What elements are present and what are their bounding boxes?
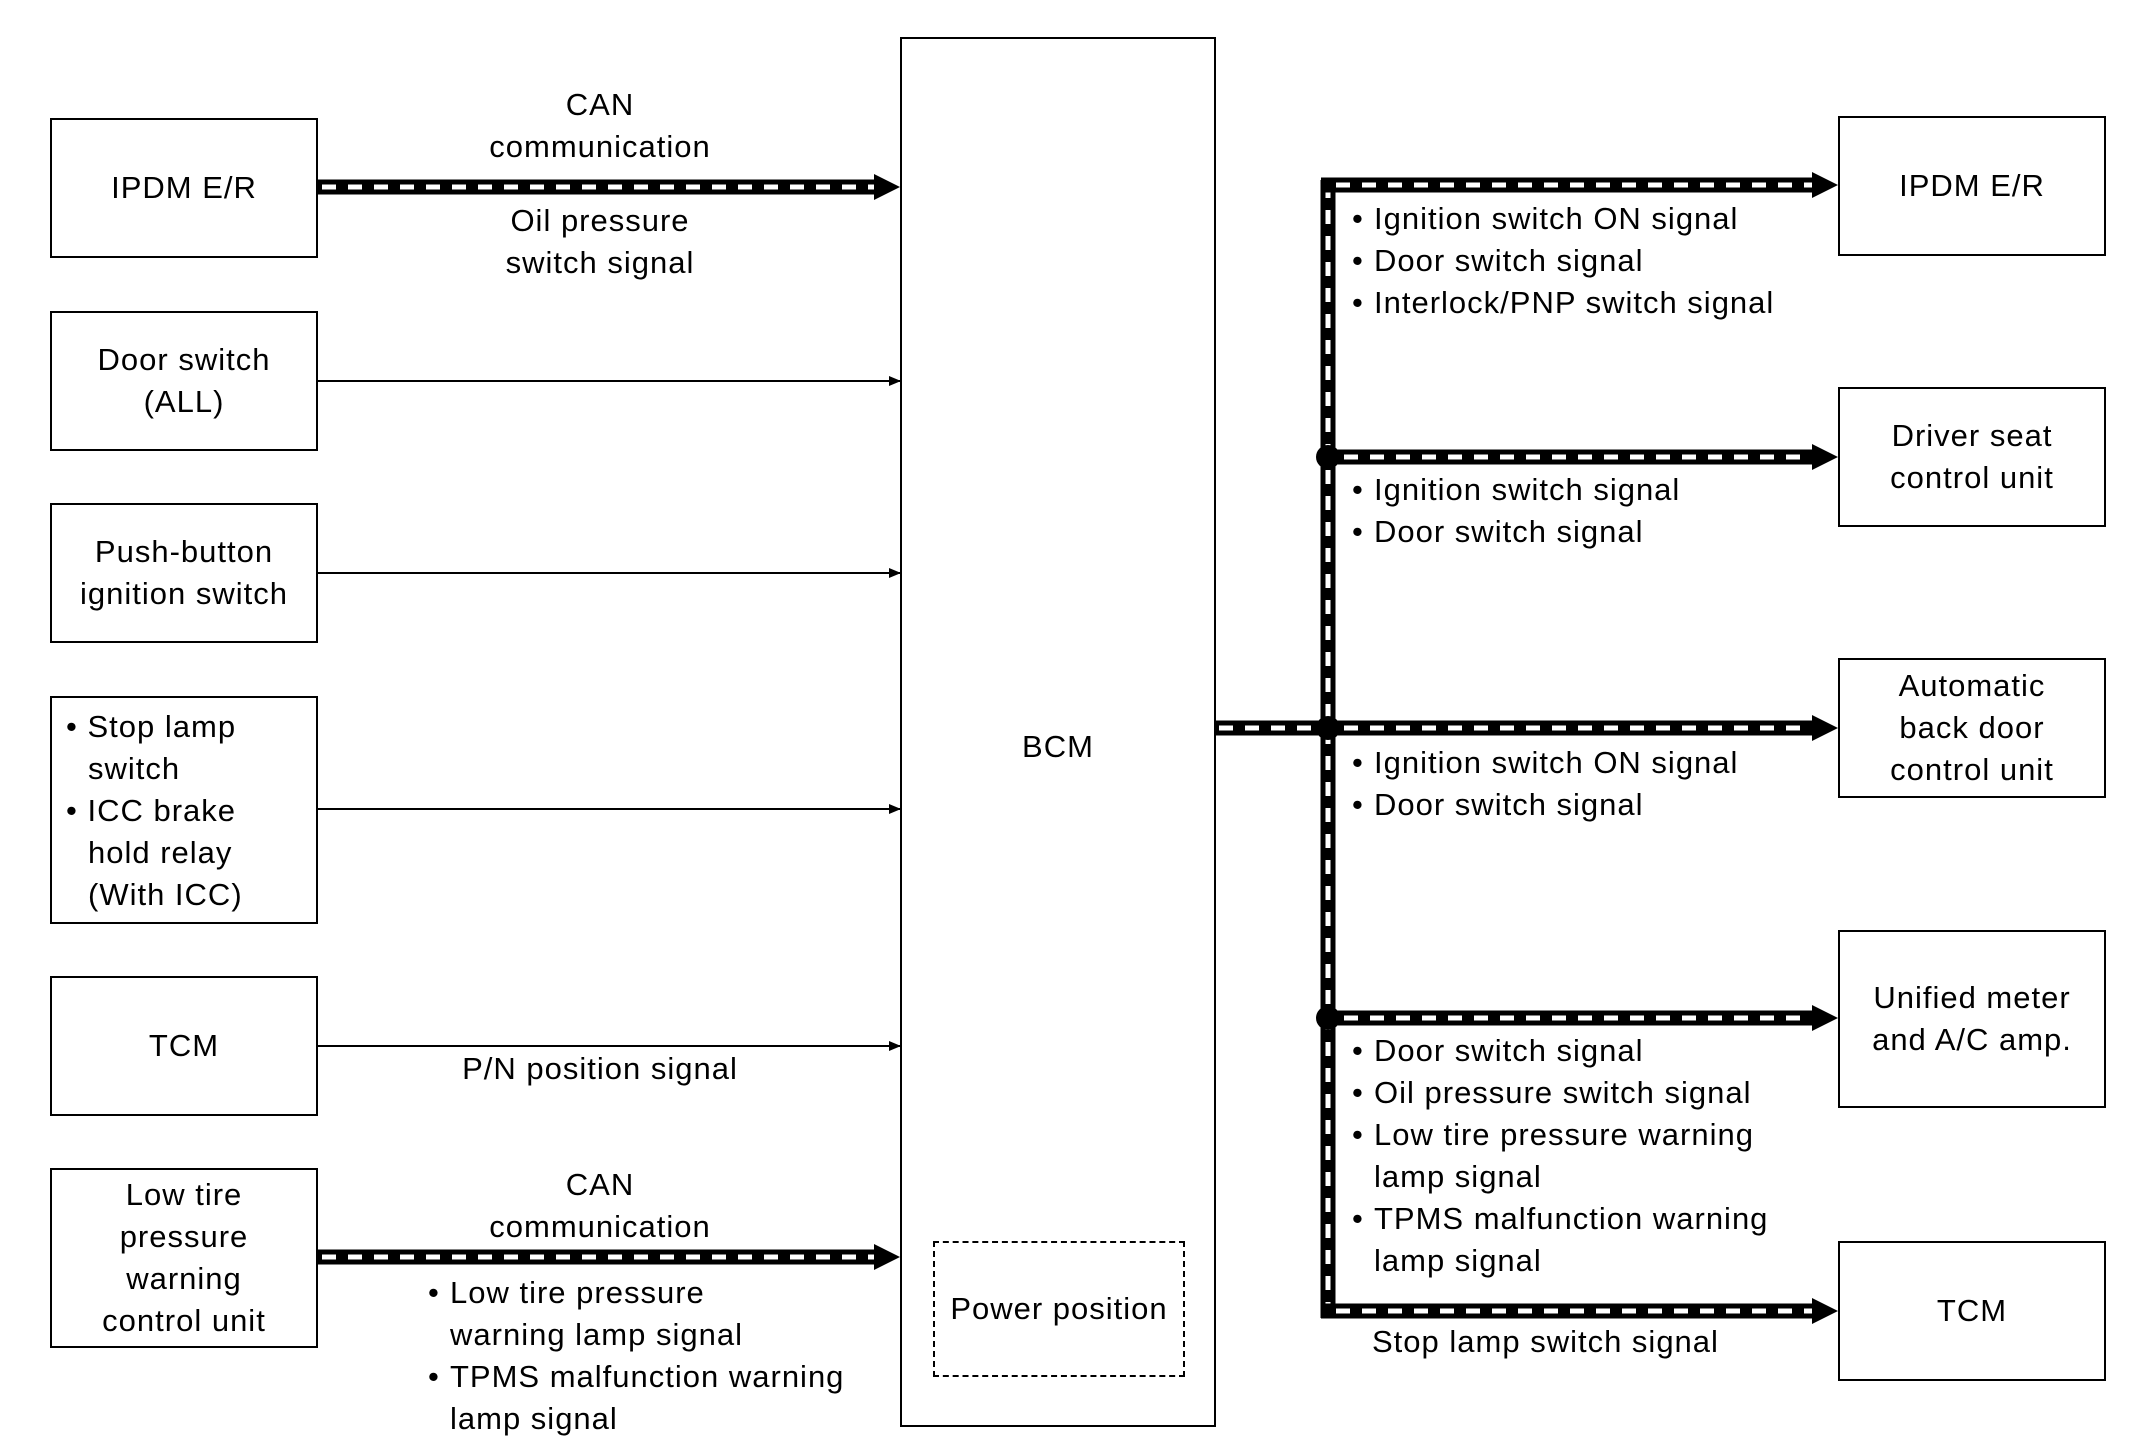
ipdm-er-left-box: IPDM E/R <box>50 118 318 258</box>
tcm-right-signal-label: Stop lamp switch signal <box>1372 1324 1719 1359</box>
ipdm-er-right-box: IPDM E/R <box>1838 116 2106 256</box>
junction-dot <box>1316 1006 1340 1030</box>
can-bus-low-tire-left <box>318 1244 900 1270</box>
driver-seat-signal-list: •Ignition switch signal •Door switch sig… <box>1352 472 1681 549</box>
low-tire-signal-list: •Low tire pressure warning lamp signal •… <box>428 1275 845 1436</box>
unit-label: Unified meter <box>1873 980 2071 1015</box>
unified-meter-box: Unified meter and A/C amp. <box>1838 930 2106 1108</box>
unit-label: Door switch <box>97 342 271 377</box>
unit-label: ignition switch <box>80 576 288 611</box>
can-branch-back-door <box>1328 715 1838 741</box>
bcm-box: BCM Power position <box>900 37 1216 1427</box>
bullet-line: (With ICC) <box>88 877 243 912</box>
unit-label: Automatic <box>1898 668 2046 703</box>
unified-meter-signal-list: •Door switch signal •Oil pressure switch… <box>1352 1033 1769 1278</box>
power-position-label: Power position <box>950 1291 1168 1326</box>
power-position-box: Power position <box>933 1241 1185 1377</box>
unit-label: Low tire <box>125 1177 243 1212</box>
can-branch-ipdm <box>1321 172 1838 198</box>
unit-label: and A/C amp. <box>1872 1022 2072 1057</box>
low-tire-can-label: CAN communication <box>489 1167 711 1244</box>
bullet-line: switch <box>88 751 181 786</box>
bullet-line: • ICC brake <box>66 793 237 828</box>
can-branch-tcm <box>1321 1298 1838 1324</box>
push-button-ignition-box: Push-button ignition switch <box>50 503 318 643</box>
can-branch-unified-meter <box>1328 1005 1838 1031</box>
unit-label: TCM <box>148 1028 220 1063</box>
unit-label: warning <box>126 1261 242 1296</box>
unit-label: IPDM E/R <box>111 170 257 205</box>
can-bus-ipdm-left <box>318 174 900 200</box>
unit-label: IPDM E/R <box>1899 168 2045 203</box>
can-branch-driver-seat <box>1328 444 1838 470</box>
oil-pressure-label: Oil pressure switch signal <box>505 203 695 280</box>
unit-label: Driver seat <box>1891 418 2053 453</box>
driver-seat-box: Driver seat control unit <box>1838 387 2106 527</box>
ipdm-can-label: CAN communication <box>489 87 711 164</box>
tcm-left-box: TCM <box>50 976 318 1116</box>
ipdm-right-signal-list: •Ignition switch ON signal •Door switch … <box>1352 201 1775 320</box>
junction-dot <box>1316 716 1340 740</box>
unit-label: TCM <box>1936 1293 2008 1328</box>
bcm-label: BCM <box>1022 729 1094 764</box>
can-bus-right-trunk <box>1216 180 1336 1318</box>
unit-label: back door <box>1899 710 2045 745</box>
unit-label: control unit <box>102 1303 266 1338</box>
door-switch-box: Door switch (ALL) <box>50 311 318 451</box>
unit-label: (ALL) <box>143 384 225 419</box>
unit-label: Push-button <box>94 534 274 569</box>
unit-label: pressure <box>119 1219 249 1254</box>
stop-lamp-icc-box: • Stop lamp switch • ICC brake hold rela… <box>50 696 318 924</box>
junction-dot <box>1316 445 1340 469</box>
bullet-line: • Stop lamp <box>66 709 237 744</box>
unit-label: control unit <box>1890 460 2054 495</box>
low-tire-pressure-box: Low tire pressure warning control unit <box>50 1168 318 1348</box>
back-door-signal-list: •Ignition switch ON signal •Door switch … <box>1352 745 1739 822</box>
auto-back-door-box: Automatic back door control unit <box>1838 658 2106 798</box>
bullet-line: hold relay <box>88 835 233 870</box>
pn-position-label: P/N position signal <box>462 1051 738 1086</box>
unit-label: control unit <box>1890 752 2054 787</box>
tcm-right-box: TCM <box>1838 1241 2106 1381</box>
